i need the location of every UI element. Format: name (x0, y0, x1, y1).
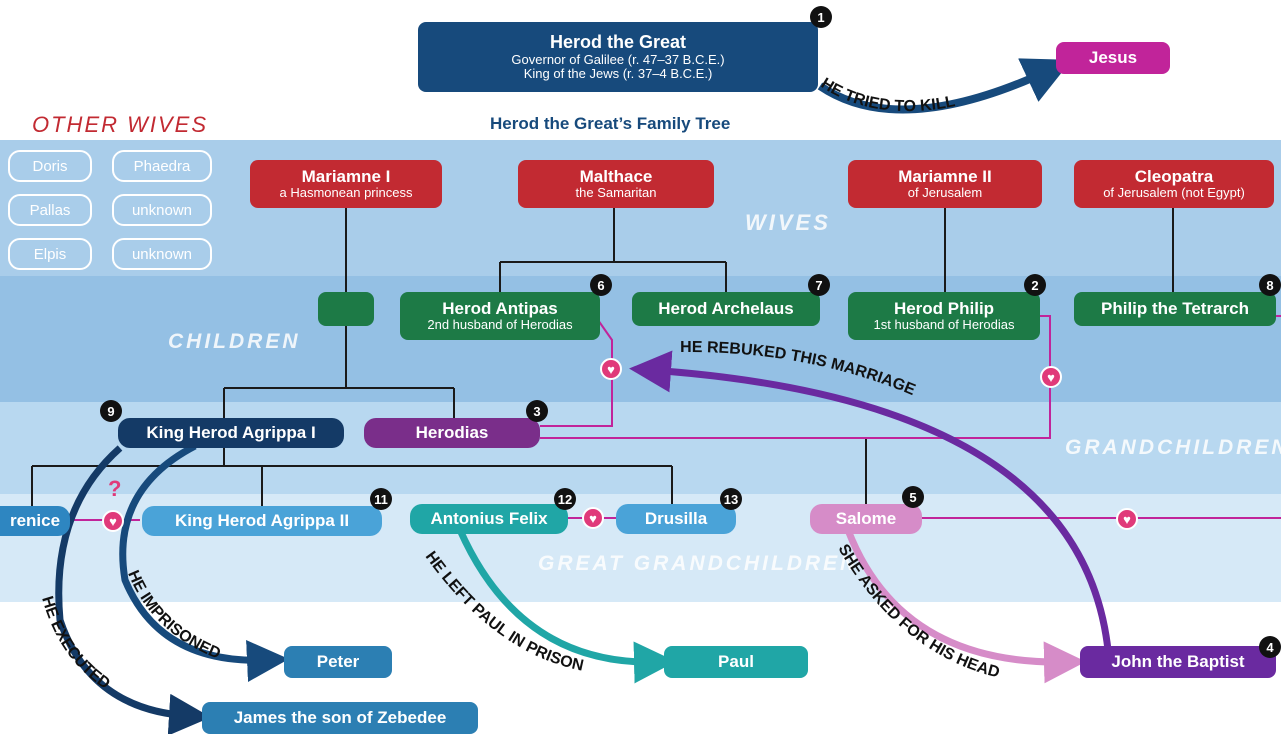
malthace-sub: the Samaritan (575, 185, 657, 201)
node-mariamne-ii: Mariamne II of Jerusalem (848, 160, 1042, 208)
herodias-name: Herodias (415, 422, 489, 442)
paul-name: Paul (718, 651, 754, 671)
node-cleopatra: Cleopatra of Jerusalem (not Egypt) (1074, 160, 1274, 208)
node-salome: Salome (810, 504, 922, 534)
node-unnamed-child (318, 292, 374, 326)
other-wife-unknown-2: unknown (112, 238, 212, 270)
antipas-sub: 2nd husband of Herodias (427, 317, 573, 333)
tetrarch-name: Philip the Tetrarch (1101, 298, 1249, 318)
label-left-paul: HE LEFT PAUL IN PRISON (422, 548, 585, 674)
badge-8: 8 (1259, 274, 1281, 296)
node-peter: Peter (284, 646, 392, 678)
cleopatra-name: Cleopatra (1134, 166, 1214, 186)
generation-label-great-grandchildren: GREAT GRANDCHILDREN (538, 552, 859, 575)
node-jesus: Jesus (1056, 42, 1170, 74)
badge-13: 13 (720, 488, 742, 510)
node-philip-the-tetrarch: Philip the Tetrarch (1074, 292, 1276, 326)
heart-icon: ♥ (102, 510, 124, 532)
node-antonius-felix: Antonius Felix (410, 504, 568, 534)
john-name: John the Baptist (1111, 651, 1245, 671)
node-king-herod-agrippa-ii: King Herod Agrippa II (142, 506, 382, 536)
label-imprisoned: HE IMPRISONED (124, 568, 223, 663)
node-malthace: Malthace the Samaritan (518, 160, 714, 208)
node-herod-philip: Herod Philip 1st husband of Herodias (848, 292, 1040, 340)
node-john-the-baptist: John the Baptist (1080, 646, 1276, 678)
badge-7: 7 (808, 274, 830, 296)
badge-4: 4 (1259, 636, 1281, 658)
drusilla-name: Drusilla (644, 508, 708, 528)
archelaus-name: Herod Archelaus (658, 298, 794, 318)
label-executed: HE EXECUTED (38, 594, 113, 692)
badge-5: 5 (902, 486, 924, 508)
heart-icon: ♥ (1040, 366, 1062, 388)
other-wife-unknown-1: unknown (112, 194, 212, 226)
node-herod-the-great: Herod the Great Governor of Galilee (r. … (418, 22, 818, 92)
malthace-name: Malthace (579, 166, 653, 186)
philip-name: Herod Philip (893, 298, 995, 318)
chart-title: Herod the Great’s Family Tree (490, 114, 731, 133)
peter-name: Peter (316, 651, 360, 671)
node-paul: Paul (664, 646, 808, 678)
heart-icon: ♥ (1116, 508, 1138, 530)
felix-name: Antonius Felix (430, 508, 548, 528)
mariamne-ii-sub: of Jerusalem (907, 185, 983, 201)
mariamne-i-sub: a Hasmonean princess (279, 185, 413, 201)
node-mariamne-i: Mariamne I a Hasmonean princess (250, 160, 442, 208)
badge-1: 1 (810, 6, 832, 28)
other-wife-elpis: Elpis (8, 238, 92, 270)
node-james: James the son of Zebedee (202, 702, 478, 734)
badge-2: 2 (1024, 274, 1046, 296)
cleopatra-sub: of Jerusalem (not Egypt) (1103, 185, 1245, 201)
label-tried-to-kill: HE TRIED TO KILL (818, 75, 957, 115)
badge-9: 9 (100, 400, 122, 422)
badge-6: 6 (590, 274, 612, 296)
herod-line2: King of the Jews (r. 37–4 B.C.E.) (523, 65, 713, 81)
other-wives-heading: OTHER WIVES (32, 112, 209, 137)
agrippa1-name: King Herod Agrippa I (146, 422, 316, 442)
node-king-herod-agrippa-i: King Herod Agrippa I (118, 418, 344, 448)
antipas-name: Herod Antipas (442, 298, 558, 318)
philip-sub: 1st husband of Herodias (873, 317, 1015, 333)
heart-icon: ♥ (600, 358, 622, 380)
badge-12: 12 (554, 488, 576, 510)
mariamne-i-name: Mariamne I (301, 166, 391, 186)
herod-name: Herod the Great (549, 31, 687, 52)
node-bernice: renice (0, 506, 70, 536)
node-herod-antipas: Herod Antipas 2nd husband of Herodias (400, 292, 600, 340)
james-name: James the son of Zebedee (233, 707, 447, 727)
other-wife-phaedra: Phaedra (112, 150, 212, 182)
label-asked-head: SHE ASKED FOR HIS HEAD (835, 541, 1002, 681)
herod-line1: Governor of Galilee (r. 47–37 B.C.E.) (511, 51, 725, 67)
badge-3: 3 (526, 400, 548, 422)
question-mark: ? (108, 476, 122, 501)
mariamne-ii-name: Mariamne II (898, 166, 992, 186)
node-herodias: Herodias (364, 418, 540, 448)
agrippa2-name: King Herod Agrippa II (174, 510, 350, 530)
node-herod-archelaus: Herod Archelaus (632, 292, 820, 326)
grandchildren-band (0, 402, 1281, 494)
other-wife-doris: Doris (8, 150, 92, 182)
node-drusilla: Drusilla (616, 504, 736, 534)
generation-label-children: CHILDREN (168, 330, 301, 353)
generation-label-wives: WIVES (745, 210, 831, 235)
bernice-name: renice (9, 510, 61, 530)
jesus-label: Jesus (1088, 47, 1138, 67)
heart-icon: ♥ (582, 507, 604, 529)
other-wife-pallas: Pallas (8, 194, 92, 226)
badge-11: 11 (370, 488, 392, 510)
generation-label-grandchildren: GRANDCHILDREN (1065, 436, 1281, 459)
salome-name: Salome (835, 508, 897, 528)
